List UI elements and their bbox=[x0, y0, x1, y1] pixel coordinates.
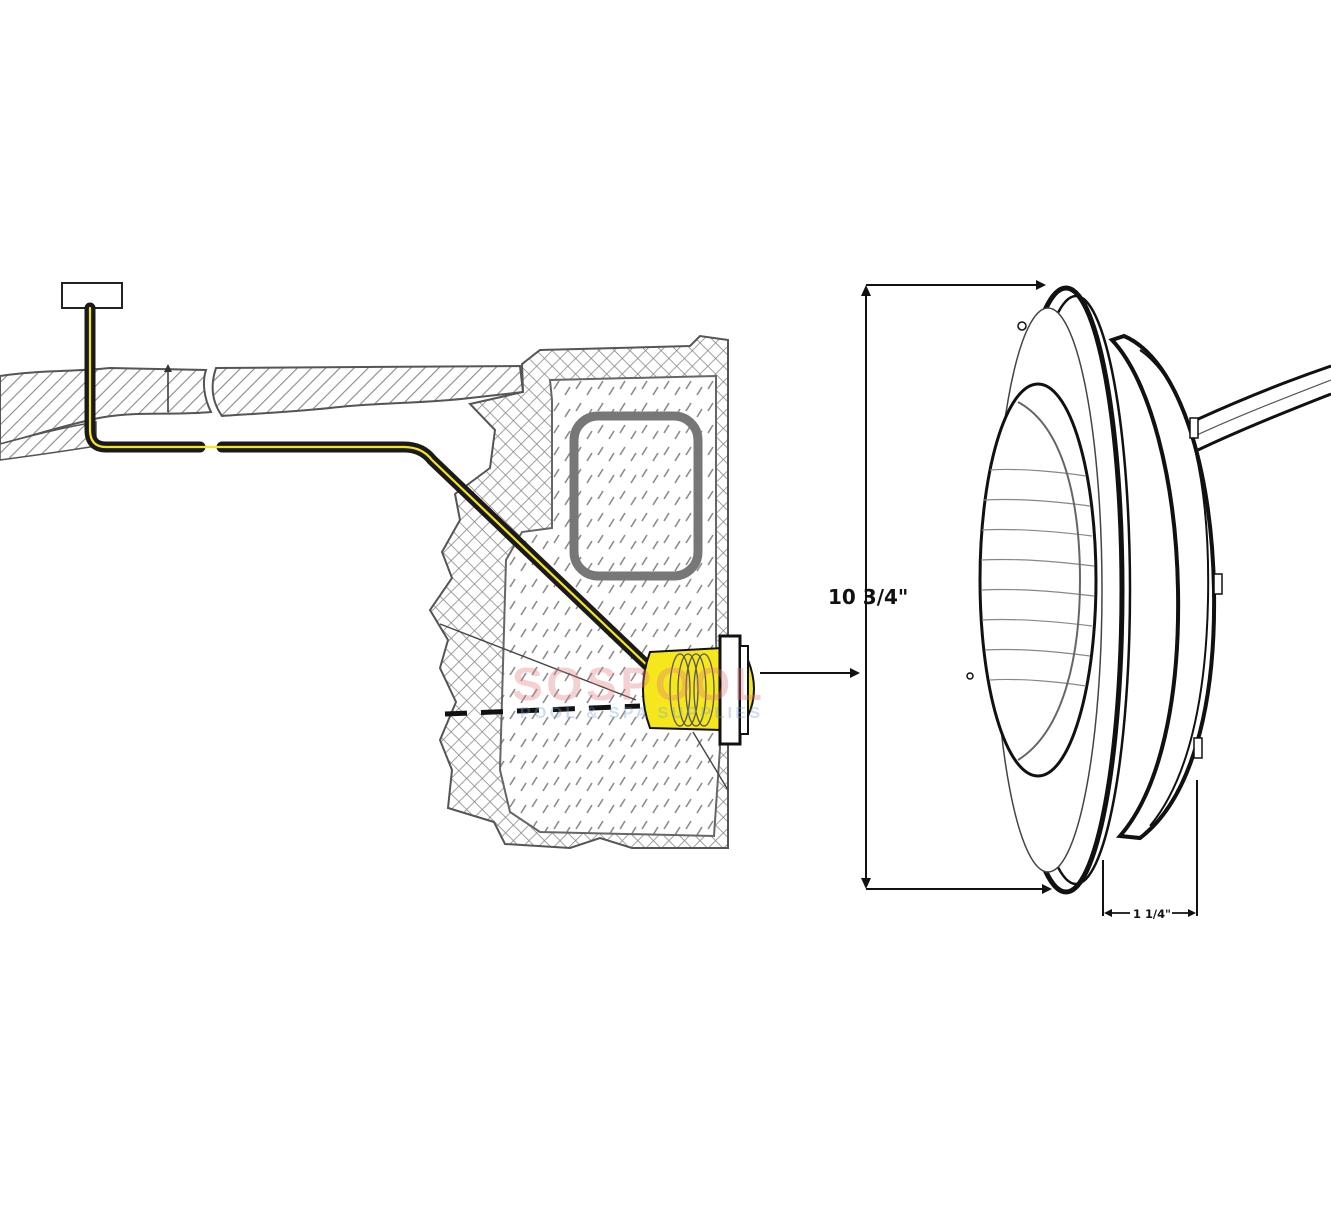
diameter-label: 10 3/4" bbox=[828, 585, 908, 609]
leader-line-upper bbox=[439, 623, 637, 701]
diameter-arrow-right-bottom bbox=[1042, 884, 1052, 894]
fixture-back-rim bbox=[1139, 349, 1210, 827]
installation-cross-section: SOSPOOL POOL & SPA SUPPLIES bbox=[0, 282, 860, 850]
lens-ribs bbox=[980, 468, 1095, 687]
housing-clip-middle bbox=[1213, 573, 1223, 595]
power-cord-core bbox=[1196, 379, 1331, 436]
svg-text:SOSPOOL: SOSPOOL bbox=[512, 658, 762, 710]
diameter-arrow-right bbox=[1036, 280, 1046, 290]
housing-clip-lower bbox=[1193, 737, 1203, 759]
light-lens-edge bbox=[739, 645, 749, 735]
depth-label: 1 1/4" bbox=[1133, 907, 1171, 921]
light-fixture-in-niche bbox=[642, 634, 755, 746]
power-cord-lower bbox=[1197, 392, 1331, 452]
depth-arrow-left bbox=[1104, 909, 1112, 917]
detail-pointer-arrowhead bbox=[850, 668, 860, 678]
watermark-logo: SOSPOOL POOL & SPA SUPPLIES bbox=[512, 658, 762, 722]
face-screw-left bbox=[966, 672, 974, 680]
power-cord bbox=[1195, 364, 1331, 422]
diameter-arrow-top bbox=[861, 285, 871, 296]
deck-depth-arrowhead bbox=[164, 364, 172, 372]
fixture-lens bbox=[978, 382, 1098, 778]
housing-clip-upper bbox=[1189, 417, 1199, 439]
conduit-cable-highlight bbox=[88, 306, 652, 670]
leader-line-lower bbox=[692, 731, 729, 791]
center-line bbox=[444, 703, 641, 717]
deck-slab-left bbox=[0, 366, 213, 446]
face-screw-top bbox=[1017, 321, 1027, 331]
light-fixture-detail: 10 3/4" bbox=[828, 280, 1331, 921]
deck-slab-right bbox=[211, 364, 525, 418]
svg-text:POOL & SPA SUPPLIES: POOL & SPA SUPPLIES bbox=[520, 705, 760, 722]
lens-reflector-arc bbox=[1017, 401, 1082, 761]
diameter-arrow-bottom bbox=[861, 878, 871, 889]
depth-arrow-right bbox=[1188, 909, 1196, 917]
fixture-back-housing bbox=[1108, 333, 1217, 841]
niche-outline bbox=[569, 411, 703, 581]
